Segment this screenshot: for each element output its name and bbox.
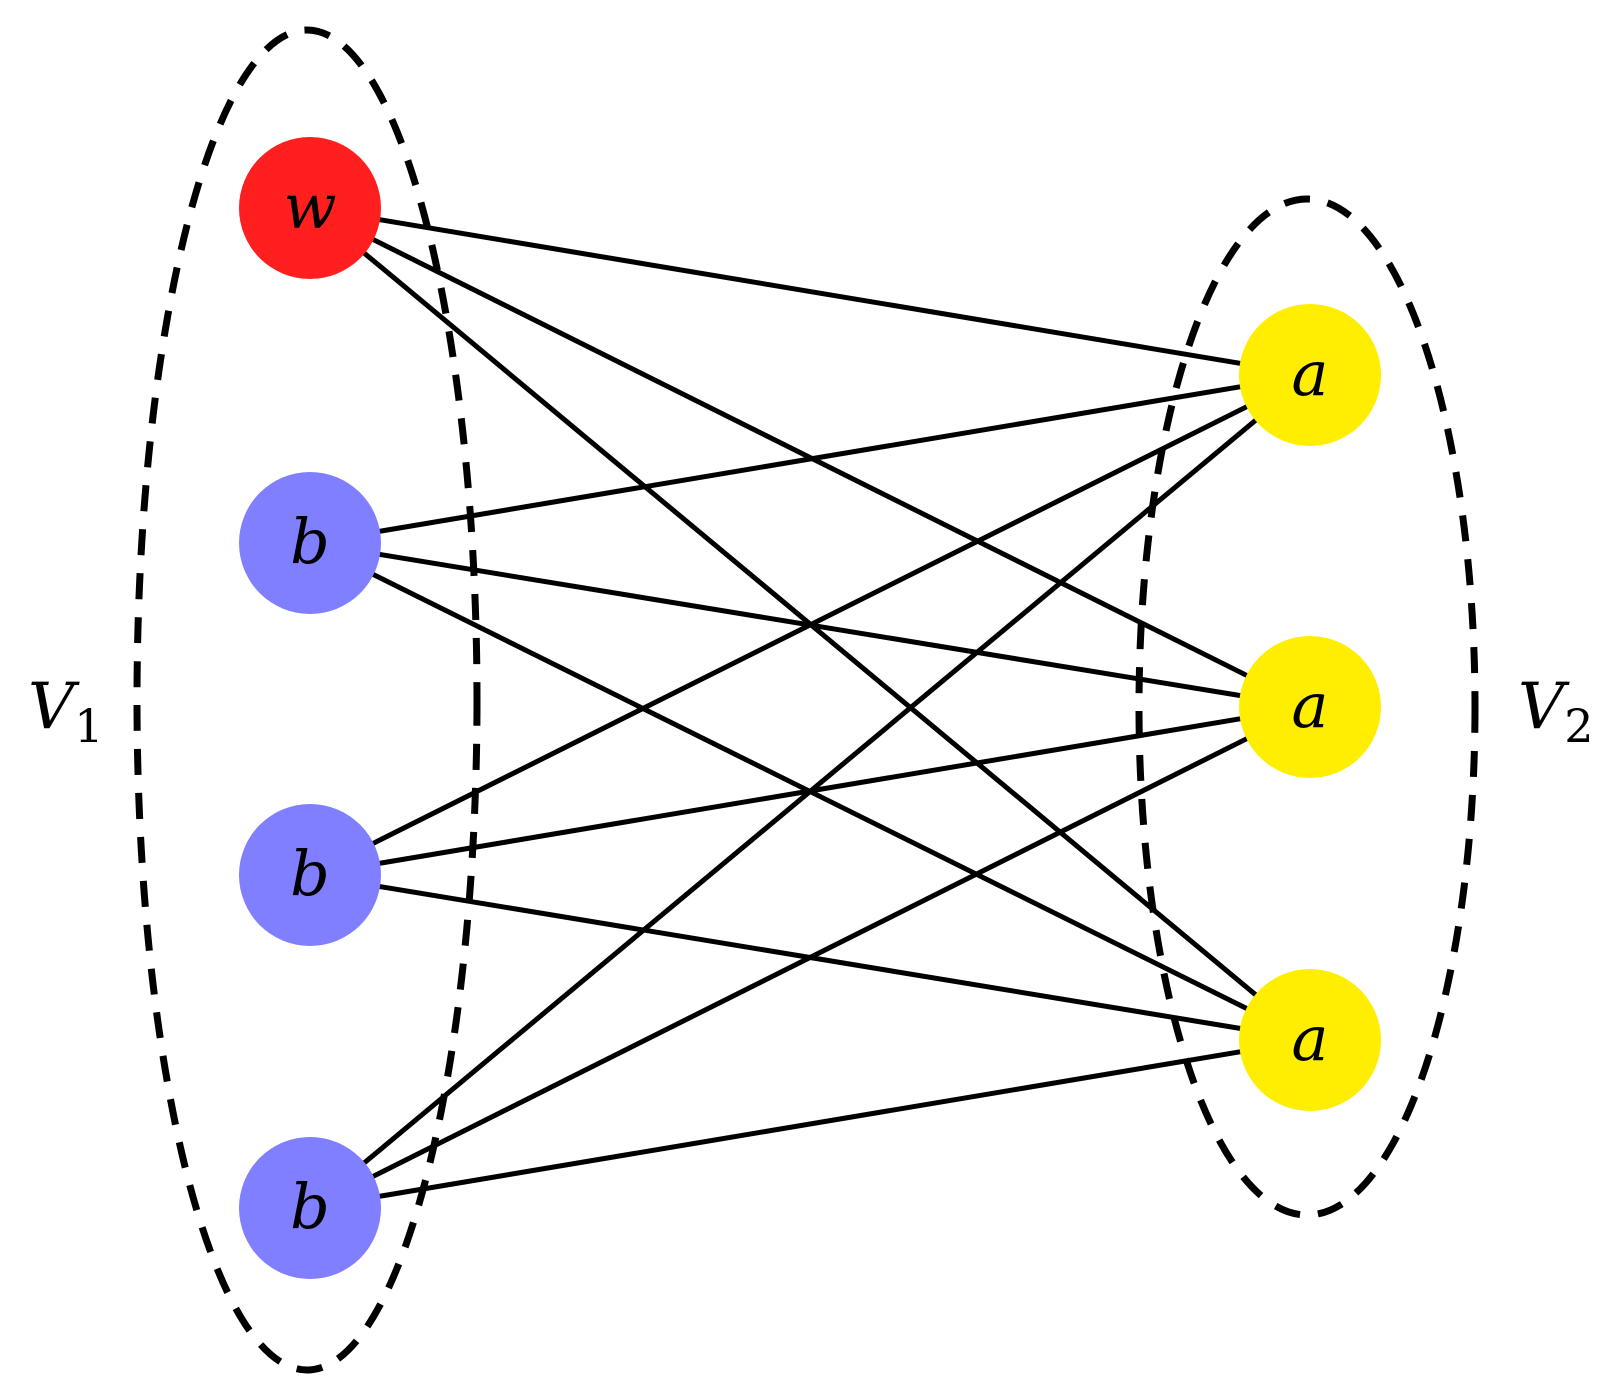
edge-w-a1 bbox=[377, 217, 1243, 366]
node-circle-b2 bbox=[239, 804, 381, 946]
partition-v2-symbol: V bbox=[1518, 670, 1570, 744]
node-w: w bbox=[239, 137, 381, 279]
node-circle-b3 bbox=[239, 1137, 381, 1279]
node-label-b3: b bbox=[290, 1170, 330, 1243]
partition-label-v1: V1 bbox=[28, 670, 104, 753]
edge-b3-a3 bbox=[377, 1049, 1243, 1199]
edge-b2-a1 bbox=[371, 404, 1249, 846]
node-label-a2: a bbox=[1292, 669, 1329, 742]
node-label-a1: a bbox=[1292, 337, 1329, 410]
node-circle-w bbox=[239, 137, 381, 279]
partition-v1-subscript: 1 bbox=[74, 699, 103, 753]
partition-v1-outline bbox=[133, 26, 481, 1374]
node-group: w b b b a a a bbox=[239, 137, 1381, 1279]
node-label-b1: b bbox=[290, 505, 330, 578]
partition-v2-outline bbox=[1135, 195, 1479, 1219]
edge-b1-a1 bbox=[377, 384, 1243, 534]
partition-label-v2: V2 bbox=[1518, 670, 1594, 753]
edge-group bbox=[362, 217, 1258, 1199]
edge-b3-a2 bbox=[371, 736, 1249, 1179]
edge-b3-a1 bbox=[362, 417, 1258, 1166]
node-a2: a bbox=[1239, 636, 1381, 778]
node-circle-a3 bbox=[1239, 969, 1381, 1111]
partition-v1-symbol: V bbox=[28, 670, 80, 744]
node-a1: a bbox=[1239, 304, 1381, 446]
node-label-a3: a bbox=[1292, 1002, 1329, 1075]
node-circle-a2 bbox=[1239, 636, 1381, 778]
node-label-w: w bbox=[283, 170, 336, 243]
node-a3: a bbox=[1239, 969, 1381, 1111]
node-circle-a1 bbox=[1239, 304, 1381, 446]
node-b3: b bbox=[239, 1137, 381, 1279]
node-circle-b1 bbox=[239, 472, 381, 614]
node-label-b2: b bbox=[290, 837, 330, 910]
node-b2: b bbox=[239, 804, 381, 946]
partition-v2-subscript: 2 bbox=[1564, 699, 1593, 753]
node-b1: b bbox=[239, 472, 381, 614]
